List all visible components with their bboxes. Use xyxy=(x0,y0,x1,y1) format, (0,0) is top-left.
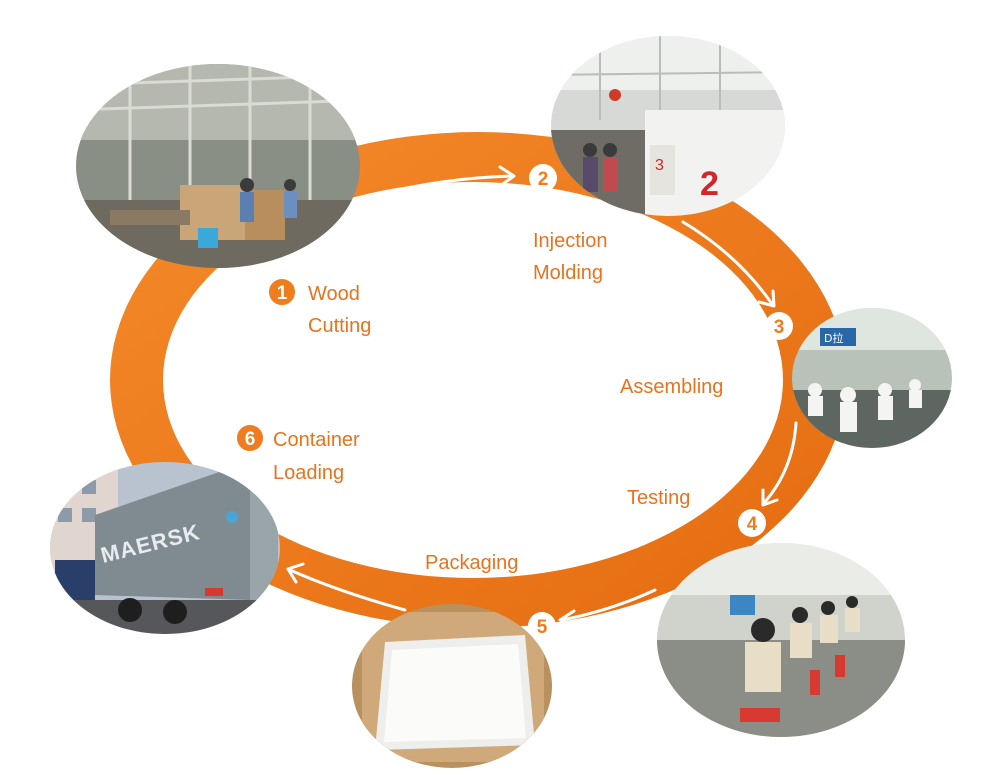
factory-wood-cutting-photo xyxy=(76,64,360,268)
packaged-product-photo xyxy=(352,604,552,768)
arrow-1-to-2 xyxy=(366,174,514,199)
step-6-label-line2: Loading xyxy=(273,462,344,484)
step-4-label: Testing xyxy=(627,487,690,509)
svg-text:5: 5 xyxy=(537,617,548,638)
arrow-2-to-3-head xyxy=(757,289,776,308)
arrow-2-to-3 xyxy=(681,220,774,306)
step-badge-1: 1 xyxy=(267,277,297,307)
arrow-3-to-4 xyxy=(762,421,798,505)
svg-text:3: 3 xyxy=(774,317,785,338)
arrow-5-to-6 xyxy=(288,568,407,612)
testing-line-photo xyxy=(657,543,905,737)
container-truck-photo: MAERSK xyxy=(50,462,280,634)
arrow-5-to-6-head xyxy=(286,562,305,584)
arrow-4-to-5 xyxy=(560,588,657,622)
arrow-1-to-2-head xyxy=(498,165,516,188)
arrow-3-to-4-head xyxy=(761,488,779,507)
step-1-label-line2: Cutting xyxy=(308,315,371,337)
arrow-4-to-5-head xyxy=(558,609,577,631)
injection-molding-workshop-photo: 3 2 xyxy=(551,36,785,216)
step-1-label-line1: Wood xyxy=(308,283,360,305)
svg-text:6: 6 xyxy=(245,429,256,450)
svg-text:1: 1 xyxy=(277,283,288,304)
svg-text:4: 4 xyxy=(747,514,758,535)
step-badge-3: 3 xyxy=(765,312,793,340)
step-badge-4: 4 xyxy=(738,509,766,537)
svg-text:2: 2 xyxy=(700,165,719,203)
svg-text:3: 3 xyxy=(655,157,664,174)
step-badge-6: 6 xyxy=(235,423,265,453)
step-5-label: Packaging xyxy=(425,552,518,574)
step-2-label-line1: Injection xyxy=(533,230,608,252)
step-badge-2: 2 xyxy=(529,164,557,192)
svg-text:2: 2 xyxy=(538,169,549,190)
step-3-label: Assembling xyxy=(620,376,723,398)
step-6-label-line1: Container xyxy=(273,429,360,451)
step-2-label-line2: Molding xyxy=(533,262,603,284)
line-sign-text: D拉 xyxy=(824,331,843,345)
step-badge-5: 5 xyxy=(528,612,556,640)
flow-arrows xyxy=(286,165,798,631)
